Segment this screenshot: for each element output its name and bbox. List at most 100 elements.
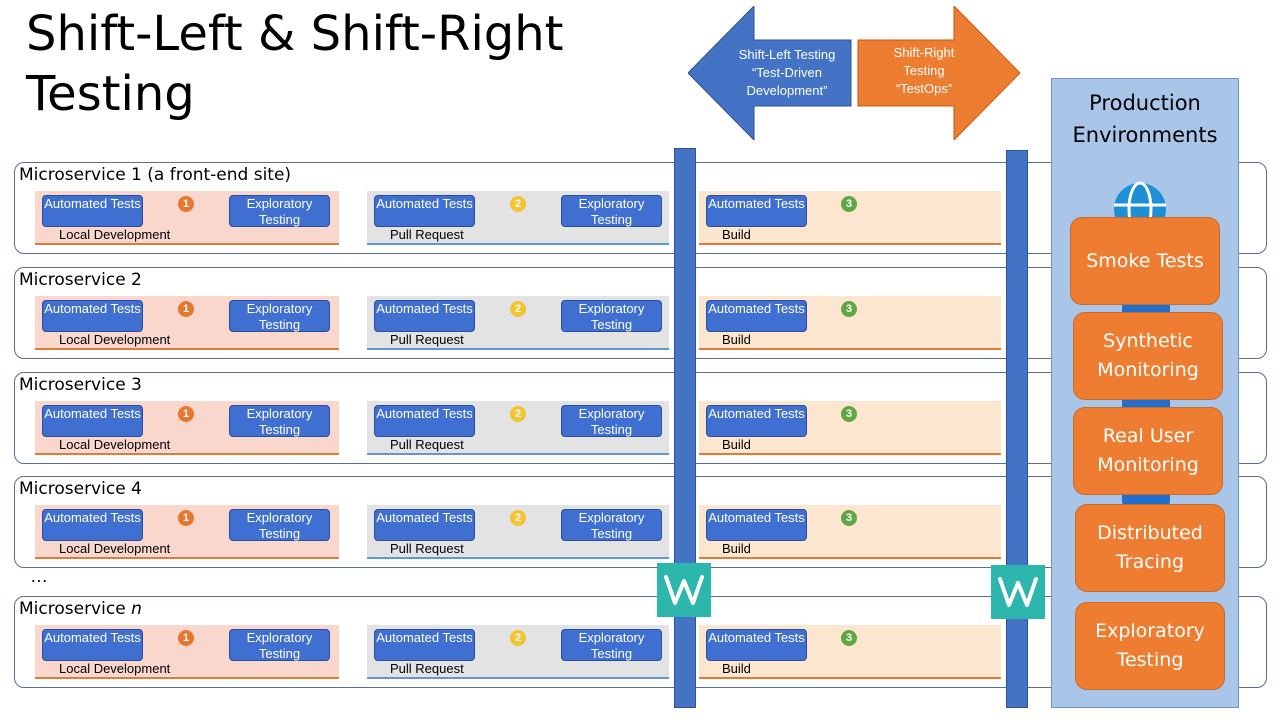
- microservice-name-italic: n: [131, 599, 142, 619]
- exploratory-testing-button[interactable]: Exploratory Testing: [561, 509, 662, 541]
- production-item-line-2: Tracing: [1115, 551, 1185, 573]
- production-item-button[interactable]: Smoke Tests: [1070, 217, 1220, 305]
- stage-label: Build: [722, 332, 751, 347]
- step-badge: 2: [510, 630, 526, 646]
- production-item-line-1: Real User: [1102, 425, 1194, 447]
- production-item-line-1: Exploratory: [1095, 620, 1205, 642]
- step-badge: 3: [841, 301, 857, 317]
- step-badge: 1: [178, 301, 194, 317]
- automated-tests-button[interactable]: Automated Tests: [706, 195, 807, 227]
- production-item-label: Smoke Tests: [1086, 247, 1204, 276]
- production-title-line-1: Production: [1089, 91, 1201, 115]
- automated-tests-button[interactable]: Automated Tests: [374, 300, 475, 332]
- shift-left-label: Shift-Left Testing “Test-Driven Developm…: [728, 46, 846, 100]
- shift-right-label: Shift-Right Testing “TestOps”: [862, 44, 986, 98]
- exploratory-testing-button[interactable]: Exploratory Testing: [561, 629, 662, 661]
- automated-tests-button[interactable]: Automated Tests: [706, 629, 807, 661]
- stage-label: Build: [722, 541, 751, 556]
- exploratory-testing-button[interactable]: Exploratory Testing: [561, 195, 662, 227]
- shift-left-line-2: “Test-Driven: [751, 65, 823, 80]
- shift-left-arrow: [688, 6, 852, 140]
- exploratory-testing-button[interactable]: Exploratory Testing: [229, 509, 330, 541]
- stage-label: Pull Request: [390, 437, 464, 452]
- waveform-icon: [991, 565, 1045, 619]
- automated-tests-button[interactable]: Automated Tests: [42, 195, 143, 227]
- automated-tests-button[interactable]: Automated Tests: [42, 509, 143, 541]
- microservice-name-text: Microservice 3: [19, 375, 142, 395]
- automated-tests-button[interactable]: Automated Tests: [706, 300, 807, 332]
- automated-tests-button[interactable]: Automated Tests: [706, 509, 807, 541]
- page-title: Shift-Left & Shift-Right Testing: [26, 4, 564, 124]
- stage-label: Build: [722, 437, 751, 452]
- exploratory-testing-button[interactable]: Exploratory Testing: [229, 629, 330, 661]
- automated-tests-button[interactable]: Automated Tests: [42, 405, 143, 437]
- step-badge: 2: [510, 196, 526, 212]
- exploratory-testing-button[interactable]: Exploratory Testing: [561, 300, 662, 332]
- step-badge: 1: [178, 510, 194, 526]
- production-item-line-2: Testing: [1116, 649, 1184, 671]
- stage-label: Local Development: [59, 332, 171, 347]
- stage-label: Pull Request: [390, 661, 464, 676]
- automated-tests-button[interactable]: Automated Tests: [42, 300, 143, 332]
- stage-label: Pull Request: [390, 332, 464, 347]
- shift-arrows: [688, 6, 1021, 140]
- automated-tests-button[interactable]: Automated Tests: [42, 629, 143, 661]
- production-item-line-2: Monitoring: [1097, 454, 1199, 476]
- step-badge: 3: [841, 510, 857, 526]
- stage-label: Pull Request: [390, 541, 464, 556]
- microservice-name-text: Microservice 2: [19, 270, 142, 290]
- microservice-name-text: Microservice 4: [19, 479, 142, 499]
- exploratory-testing-button[interactable]: Exploratory Testing: [229, 405, 330, 437]
- step-badge: 3: [841, 630, 857, 646]
- shift-right-line-2: Testing: [903, 63, 945, 78]
- shift-left-line-3: Development”: [746, 83, 828, 98]
- exploratory-testing-button[interactable]: Exploratory Testing: [229, 195, 330, 227]
- production-item-line-1: Synthetic: [1103, 330, 1193, 352]
- production-title-line-2: Environments: [1072, 123, 1218, 147]
- production-item-line-1: Distributed: [1097, 522, 1203, 544]
- automated-tests-button[interactable]: Automated Tests: [374, 195, 475, 227]
- automated-tests-button[interactable]: Automated Tests: [374, 405, 475, 437]
- exploratory-testing-button[interactable]: Exploratory Testing: [229, 300, 330, 332]
- shift-left-line-1: Shift-Left Testing: [738, 47, 836, 62]
- step-badge: 2: [510, 301, 526, 317]
- step-badge: 1: [178, 630, 194, 646]
- automated-tests-button[interactable]: Automated Tests: [374, 509, 475, 541]
- microservice-name-text: Microservice: [19, 599, 132, 619]
- stage-label: Local Development: [59, 541, 171, 556]
- production-title: Production Environments: [1052, 87, 1238, 151]
- stage-label: Local Development: [59, 437, 171, 452]
- automated-tests-button[interactable]: Automated Tests: [374, 629, 475, 661]
- production-item-line-2: Monitoring: [1097, 359, 1199, 381]
- exploratory-testing-button[interactable]: Exploratory Testing: [561, 405, 662, 437]
- rows-ellipsis: …: [30, 566, 48, 586]
- step-badge: 2: [510, 406, 526, 422]
- step-badge: 3: [841, 406, 857, 422]
- title-line-1: Shift-Left & Shift-Right: [26, 6, 564, 62]
- shift-left-gate-bar: [674, 148, 696, 708]
- stage-label: Local Development: [59, 661, 171, 676]
- automated-tests-button[interactable]: Automated Tests: [706, 405, 807, 437]
- stage-label: Build: [722, 661, 751, 676]
